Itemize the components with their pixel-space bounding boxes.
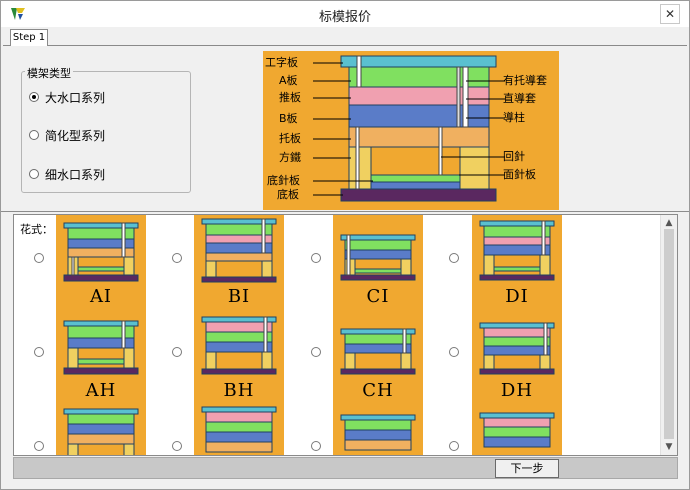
scroll-thumb[interactable] <box>664 229 674 439</box>
style-thumbnail-dh[interactable]: DH <box>472 309 562 403</box>
style-code: DI <box>505 286 529 307</box>
mold-type-title: 模架类型 <box>25 65 73 81</box>
diagram-label-straight-bushing: 直導套 <box>503 92 536 105</box>
di-mold-drawing <box>479 220 555 281</box>
style-thumbnail-bh[interactable]: BH <box>194 309 284 403</box>
vertical-scrollbar[interactable]: ▲ ▼ <box>660 215 677 455</box>
style-code: BI <box>227 286 251 307</box>
ch-mold-drawing <box>340 328 416 375</box>
diagram-label-stripper-plate: 推板 <box>279 91 301 104</box>
next-step-button[interactable]: 下一步 <box>495 459 559 478</box>
style-thumbnail-di[interactable]: DI <box>472 215 562 309</box>
style-thumbnail-row3-2[interactable] <box>194 403 284 455</box>
diagram-label-ejector-retainer-plate: 底針板 <box>267 174 300 187</box>
diagram-label-top-clamp-plate: 工字板 <box>265 56 298 69</box>
style-code: CH <box>362 380 394 401</box>
mold-structure-diagram: 工字板 A板 推板 B板 托板 方鐵 底針板 底板 有托導套 直導套 導柱 回針… <box>263 51 559 210</box>
style-thumbnail-bi[interactable]: BI <box>194 215 284 309</box>
bh-mold-drawing <box>201 316 277 375</box>
diagram-label-return-pin: 回針 <box>503 150 525 163</box>
window-title: 标模报价 <box>318 10 371 25</box>
diagram-label-support-plate: 托板 <box>279 132 301 145</box>
row3-2-mold-drawing <box>201 406 277 453</box>
style-thumbnail-row3-1[interactable] <box>56 403 146 455</box>
diagram-label-shouldered-bushing: 有托導套 <box>503 74 547 87</box>
radio-button[interactable] <box>29 92 39 102</box>
style-thumbnail-row3-4[interactable] <box>472 403 562 455</box>
style-radio-row3-1[interactable] <box>34 441 44 451</box>
style-code: BH <box>223 380 255 401</box>
style-radio-dh[interactable] <box>449 347 459 357</box>
ci-mold-drawing <box>340 234 416 281</box>
style-code: CI <box>366 286 390 307</box>
style-thumbnail-ai[interactable]: AI <box>56 215 146 309</box>
style-radio-ci[interactable] <box>311 253 321 263</box>
mold-style-list[interactable]: 花式： AI <box>13 214 678 456</box>
radio-button[interactable] <box>29 169 39 179</box>
bi-mold-drawing <box>201 218 277 283</box>
style-radio-bh[interactable] <box>172 347 182 357</box>
bottom-bar <box>13 457 678 479</box>
scroll-up-icon[interactable]: ▲ <box>665 218 673 228</box>
close-icon: ✕ <box>664 7 676 21</box>
mold-type-option-simplified[interactable]: 简化型系列 <box>29 127 105 143</box>
tab-strip-line <box>3 45 687 46</box>
mold-structure-drawing <box>313 55 505 202</box>
diagram-label-a-plate: A板 <box>279 74 298 87</box>
style-radio-ah[interactable] <box>34 347 44 357</box>
diagram-label-bottom-plate: 底板 <box>277 188 299 201</box>
ai-mold-drawing <box>63 222 139 282</box>
style-thumbnail-row3-3[interactable] <box>333 403 423 455</box>
option-label: 细水口系列 <box>45 167 106 182</box>
scroll-down-icon[interactable]: ▼ <box>665 442 673 452</box>
mold-type-option-pin-gate[interactable]: 细水口系列 <box>29 166 105 182</box>
style-code: DH <box>500 380 534 401</box>
mold-type-option-large-gate[interactable]: 大水口系列 <box>29 89 105 105</box>
style-radio-row3-3[interactable] <box>311 441 321 451</box>
option-label: 大水口系列 <box>45 90 106 105</box>
style-radio-row3-2[interactable] <box>172 441 182 451</box>
style-label: 花式： <box>20 223 53 236</box>
dh-mold-drawing <box>479 322 555 375</box>
diagram-label-spacer-block: 方鐵 <box>279 151 301 164</box>
mold-type-group <box>21 71 191 193</box>
style-thumbnail-ah[interactable]: AH <box>56 309 146 403</box>
row3-3-mold-drawing <box>340 414 416 451</box>
tab-step-1[interactable]: Step 1 <box>10 29 48 46</box>
style-radio-bi[interactable] <box>172 253 182 263</box>
diagram-label-guide-pin: 導柱 <box>503 111 525 124</box>
close-button[interactable]: ✕ <box>660 4 680 24</box>
style-code: AI <box>89 286 113 307</box>
title-bar: 标模报价 ✕ <box>1 1 689 27</box>
style-radio-di[interactable] <box>449 253 459 263</box>
style-thumbnail-ch[interactable]: CH <box>333 309 423 403</box>
app-logo-icon <box>10 7 26 21</box>
diagram-label-ejector-plate: 面針板 <box>503 168 536 181</box>
ah-mold-drawing <box>63 320 139 375</box>
option-label: 简化型系列 <box>45 128 106 143</box>
style-radio-row3-4[interactable] <box>449 441 459 451</box>
style-radio-ch[interactable] <box>311 347 321 357</box>
row3-1-mold-drawing <box>63 408 139 455</box>
style-code: AH <box>85 380 117 401</box>
section-divider <box>1 211 689 212</box>
row3-4-mold-drawing <box>479 412 555 448</box>
style-radio-ai[interactable] <box>34 253 44 263</box>
diagram-label-b-plate: B板 <box>279 112 298 125</box>
radio-button[interactable] <box>29 130 39 140</box>
style-thumbnail-ci[interactable]: CI <box>333 215 423 309</box>
